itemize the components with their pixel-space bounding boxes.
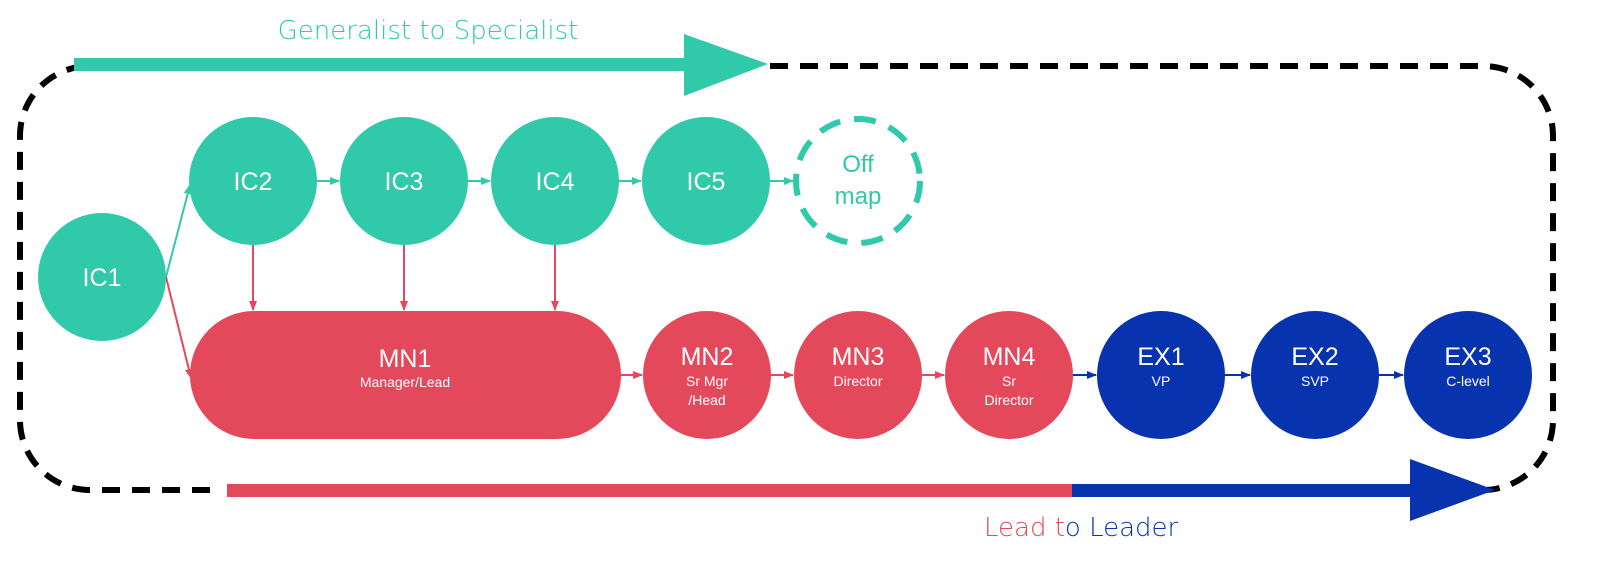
node-ic1-shape (38, 213, 166, 341)
node-mn4-shape (945, 311, 1073, 439)
node-mn2-subtitle-1: Sr Mgr (686, 373, 728, 389)
bottom-arrow-head (1410, 459, 1495, 521)
node-off-map-shape (793, 116, 923, 246)
node-ic4-shape (491, 117, 619, 245)
off-map-line2: map (835, 183, 882, 210)
node-mn2-shape (643, 311, 771, 439)
node-ic2-shape (189, 117, 317, 245)
off-map-line1: Off (842, 151, 874, 178)
dashed-frame (17, 63, 1556, 493)
node-ex3-subtitle: C-level (1446, 373, 1490, 389)
node-ic3-shape (340, 117, 468, 245)
node-ex2-subtitle: SVP (1301, 373, 1329, 389)
node-ic1-title: IC1 (83, 264, 122, 292)
node-mn4-subtitle-2: Director (984, 392, 1033, 408)
edges (165, 177, 1404, 379)
node-mn3-shape (794, 311, 922, 439)
bottom-arrow-shaft-red (227, 484, 1073, 497)
node-ic5-shape (642, 117, 770, 245)
node-mn2-title: MN2 (681, 343, 734, 371)
top-arrow-head (684, 34, 768, 96)
node-ex3-shape (1404, 311, 1532, 439)
node-mn1-title: MN1 (379, 345, 432, 373)
generalist-to-specialist-arrow: Generalist to Specialist (74, 16, 768, 96)
node-ex2[interactable]: EX2 SVP (1251, 311, 1379, 439)
node-ic5[interactable]: IC5 (642, 117, 770, 245)
top-arrow-shaft (74, 58, 694, 71)
node-ex1-title: EX1 (1137, 343, 1184, 371)
node-mn2-subtitle-2: /Head (688, 392, 725, 408)
node-mn4-title: MN4 (983, 343, 1036, 371)
node-mn1-subtitle: Manager/Lead (360, 374, 450, 390)
node-ic2[interactable]: IC2 (189, 117, 317, 245)
node-mn4[interactable]: MN4 Sr Director (945, 311, 1073, 439)
node-ic2-title: IC2 (234, 168, 273, 196)
node-mn4-subtitle-1: Sr (1002, 373, 1016, 389)
edge-ic1-ic2 (165, 184, 192, 278)
node-ex2-title: EX2 (1291, 343, 1338, 371)
bottom-label-red-part: Lead t (984, 513, 1065, 543)
node-off-map[interactable]: Off map (793, 116, 923, 246)
node-ic1[interactable]: IC1 (38, 213, 166, 341)
node-ic4[interactable]: IC4 (491, 117, 619, 245)
node-mn3[interactable]: MN3 Director (794, 311, 922, 439)
node-mn3-title: MN3 (832, 343, 885, 371)
top-arrow-label: Generalist to Specialist (278, 16, 579, 46)
node-mn1-shape (190, 311, 621, 439)
bottom-label-blue-part: o Leader (1065, 513, 1179, 543)
node-mn1[interactable]: MN1 Manager/Lead (190, 311, 621, 439)
node-ex2-shape (1251, 311, 1379, 439)
edge-ic1-mn1 (165, 276, 193, 379)
node-ic5-title: IC5 (687, 168, 726, 196)
node-ic4-title: IC4 (536, 168, 575, 196)
node-mn3-subtitle: Director (833, 373, 882, 389)
node-mn2[interactable]: MN2 Sr Mgr /Head (643, 311, 771, 439)
bottom-arrow-shaft-blue (1072, 484, 1422, 497)
node-ex1-shape (1097, 311, 1225, 439)
node-ic3[interactable]: IC3 (340, 117, 468, 245)
node-ex1-subtitle: VP (1152, 373, 1171, 389)
node-ex3-title: EX3 (1444, 343, 1491, 371)
lead-to-leader-arrow: Lead to Leader (227, 459, 1495, 543)
bottom-arrow-label: Lead to Leader (984, 513, 1179, 543)
node-ex1[interactable]: EX1 VP (1097, 311, 1225, 439)
node-ic3-title: IC3 (385, 168, 424, 196)
node-ex3[interactable]: EX3 C-level (1404, 311, 1532, 439)
